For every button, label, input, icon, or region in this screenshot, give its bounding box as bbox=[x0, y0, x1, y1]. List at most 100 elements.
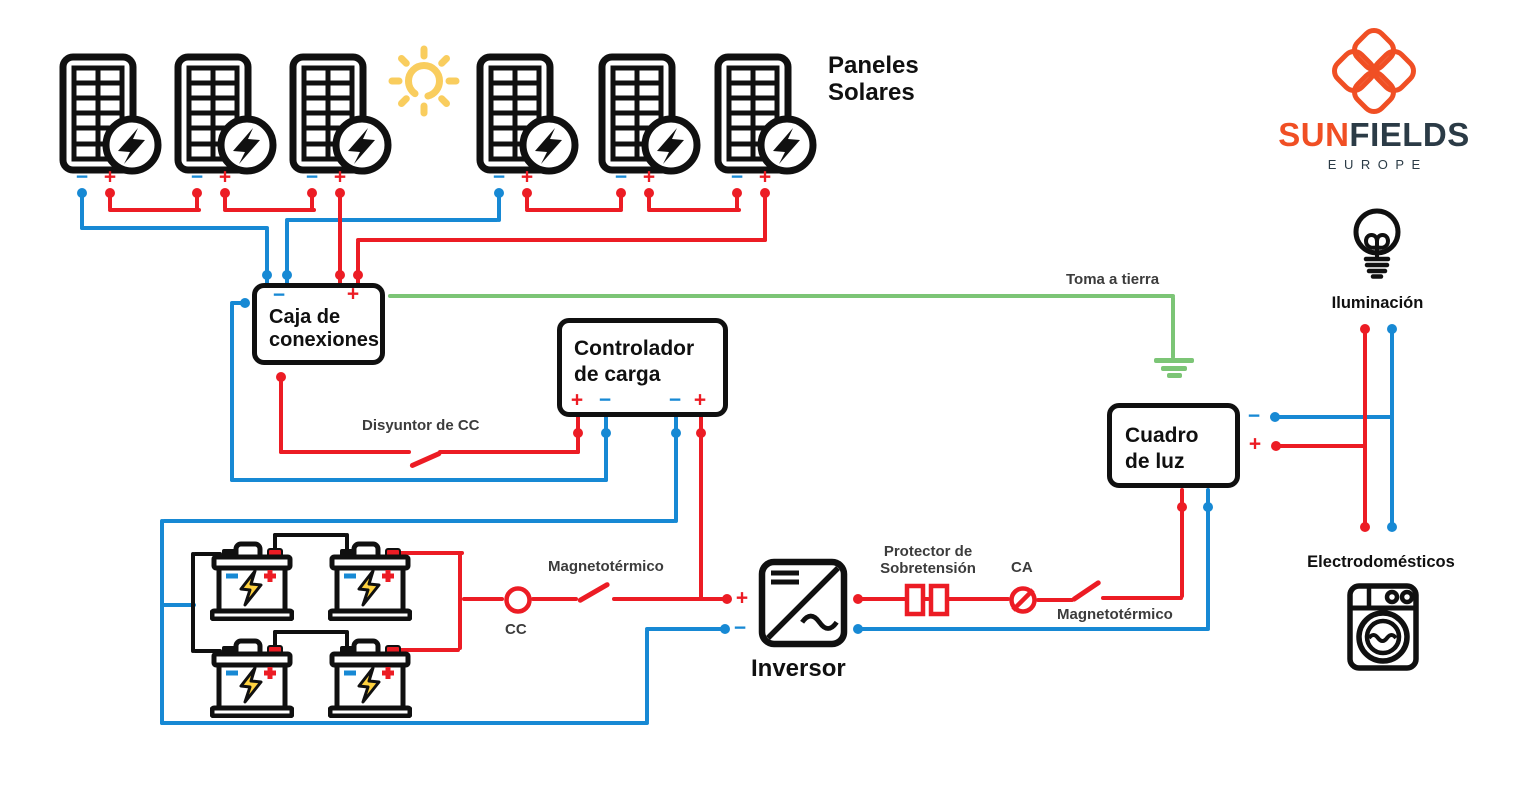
wire-segment bbox=[1276, 444, 1367, 448]
wire-segment bbox=[191, 552, 195, 653]
battery-icon bbox=[210, 541, 294, 621]
junction-dot bbox=[1360, 522, 1370, 532]
switch-blade-icon bbox=[409, 450, 442, 469]
junction-dot bbox=[616, 188, 626, 198]
charge-controller-box: Controlador de carga bbox=[557, 318, 728, 417]
junction-dot bbox=[732, 188, 742, 198]
board-box-line2: de luz bbox=[1125, 450, 1185, 473]
wire-segment bbox=[923, 597, 930, 601]
junction-dot bbox=[853, 594, 863, 604]
wire-segment bbox=[108, 208, 201, 212]
wire-segment bbox=[1167, 373, 1182, 378]
wire-segment bbox=[1206, 488, 1210, 629]
junction-dot bbox=[722, 594, 732, 604]
wire-segment bbox=[265, 228, 269, 285]
ground-label: Toma a tierra bbox=[1066, 271, 1160, 288]
junction-dot bbox=[335, 188, 345, 198]
inverter-icon bbox=[758, 558, 848, 648]
solar-panel-icon bbox=[58, 52, 162, 180]
ac-breaker-icon bbox=[1009, 586, 1037, 614]
wire-segment bbox=[279, 379, 283, 454]
wire-segment bbox=[223, 193, 227, 210]
wire-segment bbox=[223, 208, 316, 212]
wire-segment bbox=[230, 301, 249, 305]
wire-segment bbox=[193, 552, 222, 556]
solar-panel-icon bbox=[288, 52, 392, 180]
wire-segment bbox=[645, 629, 649, 723]
sunfields-logo-icon bbox=[1332, 28, 1416, 114]
wire-segment bbox=[356, 240, 360, 285]
wire-segment bbox=[1275, 415, 1394, 419]
wire-segment bbox=[858, 627, 1210, 631]
battery-icon bbox=[328, 541, 412, 621]
wire-segment bbox=[531, 597, 578, 601]
wire-segment bbox=[462, 597, 504, 601]
panels-title-line2: Solares bbox=[828, 79, 915, 106]
junction-box-line2: conexiones bbox=[269, 329, 380, 351]
junction-dot bbox=[77, 188, 87, 198]
controller-box-line2: de carga bbox=[574, 363, 661, 386]
wire-segment bbox=[230, 303, 234, 482]
junction-dot bbox=[573, 428, 583, 438]
switch-blade-icon bbox=[576, 581, 611, 604]
wire-segment bbox=[160, 519, 164, 725]
wire-segment bbox=[160, 603, 196, 607]
wire-segment bbox=[647, 193, 651, 210]
ac-breaker-label: Magnetotérmico bbox=[1057, 606, 1173, 623]
solar-panel-icon bbox=[173, 52, 277, 180]
wire-segment bbox=[858, 597, 907, 601]
surge-protector-icon bbox=[904, 583, 950, 617]
junction-dot bbox=[276, 372, 286, 382]
board-box-line1: Cuadro bbox=[1125, 424, 1199, 447]
wire-segment bbox=[195, 193, 199, 210]
dc-breaker-icon bbox=[504, 586, 532, 614]
wire-segment bbox=[162, 519, 676, 523]
polarity-sign-plus: + bbox=[1248, 432, 1262, 456]
surge-label-line1: Protector de bbox=[883, 543, 973, 560]
brand-region: EUROPE bbox=[1327, 157, 1428, 172]
wire-segment bbox=[1101, 596, 1183, 600]
solar-panel-icon bbox=[597, 52, 701, 180]
junction-dot bbox=[720, 624, 730, 634]
wire-segment bbox=[273, 630, 277, 648]
junction-box: Caja de conexiones bbox=[252, 283, 385, 365]
brand-name: SUNFIELDS bbox=[1278, 116, 1470, 154]
wire-segment bbox=[108, 193, 112, 210]
junction-dot bbox=[335, 270, 345, 280]
wire-segment bbox=[1390, 327, 1394, 529]
light-bulb-icon bbox=[1353, 208, 1401, 279]
junction-dot bbox=[644, 188, 654, 198]
junction-dot bbox=[282, 270, 292, 280]
wire-segment bbox=[1180, 488, 1184, 598]
wire-segment bbox=[193, 649, 222, 653]
wire-segment bbox=[438, 450, 580, 454]
wire-segment bbox=[497, 193, 501, 222]
junction-dot bbox=[1270, 412, 1280, 422]
wire-segment bbox=[356, 238, 767, 242]
junction-dot bbox=[494, 188, 504, 198]
wire-segment bbox=[279, 450, 411, 454]
wire-segment bbox=[645, 627, 727, 631]
wire-segment bbox=[80, 193, 84, 230]
junction-dot bbox=[696, 428, 706, 438]
junction-dot bbox=[1177, 502, 1187, 512]
washing-machine-icon bbox=[1347, 583, 1419, 671]
junction-dot bbox=[262, 270, 272, 280]
wire-segment bbox=[345, 533, 349, 551]
brand-fields: FIELDS bbox=[1349, 116, 1470, 153]
sun-icon bbox=[388, 45, 460, 117]
wire-segment bbox=[285, 218, 499, 222]
junction-dot bbox=[1203, 502, 1213, 512]
solar-panel-icon bbox=[713, 52, 817, 180]
wire-segment bbox=[393, 648, 460, 652]
surge-protector-label: Protector de Sobretensión bbox=[878, 543, 978, 577]
lighting-label: Iluminación bbox=[1331, 294, 1424, 312]
junction-dot bbox=[1387, 522, 1397, 532]
wire-segment bbox=[525, 193, 529, 210]
battery-breaker-label: Magnetotérmico bbox=[548, 558, 664, 575]
wire-segment bbox=[160, 721, 649, 725]
distribution-board-box: Cuadro de luz bbox=[1107, 403, 1240, 488]
cc-label: CC bbox=[505, 621, 527, 638]
switch-blade-icon bbox=[1070, 579, 1102, 603]
